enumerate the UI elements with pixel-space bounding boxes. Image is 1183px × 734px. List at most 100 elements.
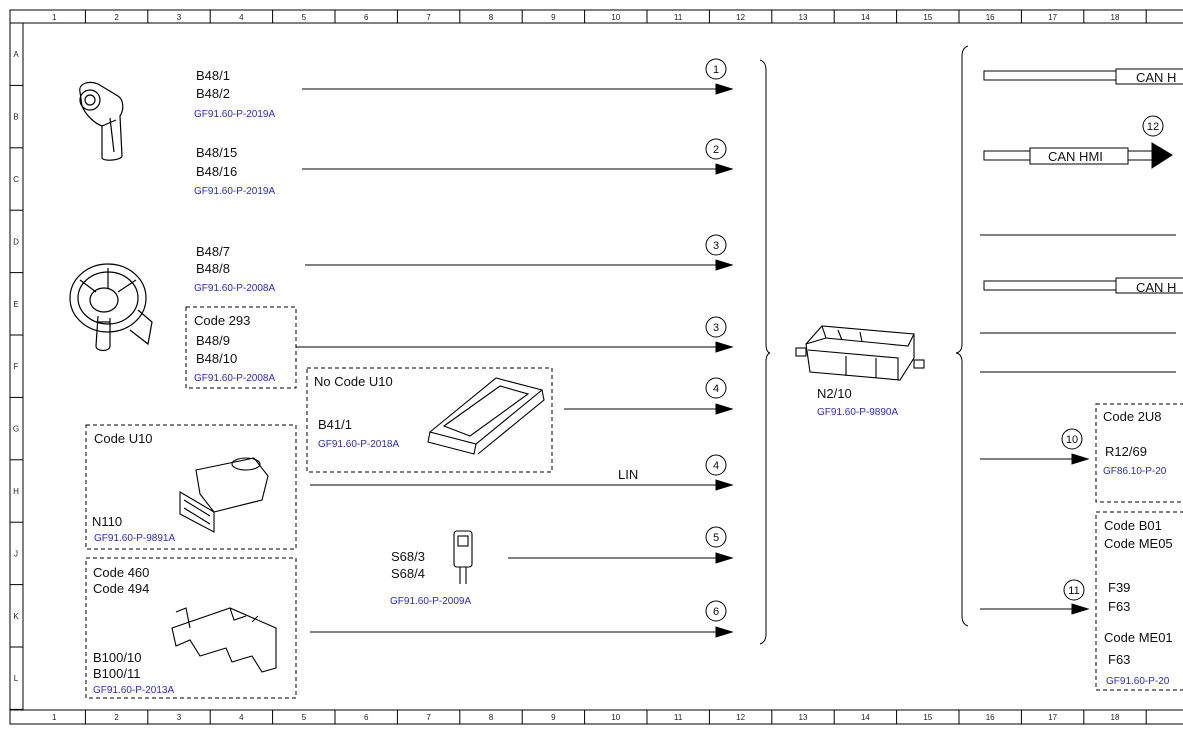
grid-column-label: 11: [674, 13, 683, 22]
ref-link-2008a[interactable]: GF91.60-P-2008A: [194, 283, 275, 294]
grid-row-label: G: [13, 425, 19, 434]
marker-10: [1061, 428, 1083, 450]
ref-link-2008a-2[interactable]: GF91.60-P-2008A: [194, 373, 275, 384]
marker-4b-label: 4: [713, 460, 719, 472]
grid-column-label: 16: [986, 13, 995, 22]
label-f39: F39: [1108, 580, 1130, 595]
grid-column-label: 11: [674, 713, 683, 722]
grid-column-label: 15: [923, 713, 932, 722]
marker-1-label: 1: [713, 64, 719, 76]
code-460-box: [85, 557, 297, 699]
grid-column-label: 18: [1111, 13, 1120, 22]
label-can-hmi: CAN HMI: [1048, 149, 1103, 164]
grid-row-label: F: [14, 362, 19, 371]
ref-link-9891a[interactable]: GF91.60-P-9891A: [94, 533, 175, 544]
label-can-h-2: CAN H: [1136, 280, 1176, 295]
label-code-me01: Code ME01: [1104, 630, 1173, 645]
grid-row-label: D: [13, 237, 19, 246]
grid-row-label: C: [13, 175, 19, 184]
sensor-b100-icon: [171, 607, 277, 673]
label-b41-1: B41/1: [318, 417, 352, 432]
label-code-me05: Code ME05: [1104, 536, 1173, 551]
ref-link-2019a[interactable]: GF91.60-P-2019A: [194, 109, 275, 120]
can-hmi-bus: [983, 142, 1173, 169]
control-module-n110-icon: [179, 457, 269, 533]
ref-link-2019a-2[interactable]: GF91.60-P-2019A: [194, 186, 275, 197]
output-bracket: [955, 45, 969, 627]
grid-column-label: 10: [611, 13, 620, 22]
marker-5-label: 5: [713, 532, 719, 544]
steering-wheel-sensor-icon: [69, 263, 153, 352]
grid-row-label: J: [14, 549, 18, 558]
grid-column-label: 4: [239, 13, 244, 22]
grid-column-label: 9: [551, 13, 556, 22]
input-bracket: [759, 59, 771, 645]
label-s68-4: S68/4: [391, 566, 425, 581]
grid-row-label: A: [13, 50, 19, 59]
grid-column-label: 3: [177, 13, 182, 22]
grid-column-label: 8: [489, 13, 494, 22]
diagram-frame: [9, 9, 1183, 725]
grid-column-label: 14: [861, 13, 870, 22]
marker-5: [705, 526, 727, 548]
label-b48-15: B48/15: [196, 145, 237, 160]
label-b48-2: B48/2: [196, 86, 230, 101]
label-b48-1: B48/1: [196, 68, 230, 83]
grid-column-label: 17: [1048, 13, 1057, 22]
marker-3a: [705, 234, 727, 256]
marker-3a-label: 3: [713, 240, 719, 252]
marker-2-label: 2: [713, 144, 719, 156]
grid-column-label: 15: [923, 13, 932, 22]
marker-12-label: 12: [1147, 121, 1159, 133]
sensor-mat-icon: [427, 377, 545, 455]
can-h-bus-1: [983, 68, 1183, 85]
label-b48-16: B48/16: [196, 164, 237, 179]
grid-column-label: 4: [239, 713, 244, 722]
label-can-h-1: CAN H: [1136, 70, 1176, 85]
grid-column-label: 13: [799, 13, 808, 22]
grid-row-label: E: [13, 300, 18, 309]
grid-column-label: 5: [302, 713, 307, 722]
marker-3b: [705, 316, 727, 338]
label-f63-2: F63: [1108, 652, 1130, 667]
grid-column-label: 7: [426, 13, 431, 22]
label-lin: LIN: [618, 467, 638, 482]
grid-column-label: 1: [52, 713, 57, 722]
output-lines-right: [980, 453, 1090, 615]
marker-11: [1063, 579, 1085, 601]
signal-lines: [296, 83, 734, 638]
grid-row-label: B: [13, 113, 18, 122]
label-no-code-u10: No Code U10: [314, 374, 393, 389]
grid-column-label: 1: [52, 13, 57, 22]
marker-4b: [705, 454, 727, 476]
ref-link-gf86[interactable]: GF86.10-P-20: [1103, 466, 1167, 477]
signal-markers: [705, 58, 1164, 622]
label-r12-69: R12/69: [1105, 444, 1147, 459]
ref-link-2018a[interactable]: GF91.60-P-2018A: [318, 439, 399, 450]
label-b48-7: B48/7: [196, 244, 230, 259]
ref-link-9890a[interactable]: GF91.60-P-9890A: [817, 407, 898, 418]
rotary-sensor-icon: [79, 81, 124, 161]
marker-10-label: 10: [1066, 434, 1078, 446]
control-unit-n2-10-icon: [795, 325, 925, 381]
grid-column-label: 2: [114, 13, 119, 22]
grid-column-label: 3: [177, 713, 182, 722]
ref-link-gf91-20[interactable]: GF91.60-P-20: [1106, 676, 1170, 687]
grid-row-label: L: [14, 674, 19, 683]
ref-link-2013a[interactable]: GF91.60-P-2013A: [93, 685, 174, 696]
label-f63-1: F63: [1108, 599, 1130, 614]
label-b48-10: B48/10: [196, 351, 237, 366]
grid-column-label: 13: [799, 713, 808, 722]
grid-column-label: 16: [986, 713, 995, 722]
grid-column-label: 12: [736, 713, 745, 722]
ref-link-2009a[interactable]: GF91.60-P-2009A: [390, 596, 471, 607]
can-h-bus-2: [983, 277, 1183, 294]
marker-1: [705, 58, 727, 80]
grid-column-label: 6: [364, 713, 369, 722]
label-code-293: Code 293: [194, 313, 250, 328]
label-b100-11: B100/11: [93, 666, 140, 681]
grid-column-label: 5: [302, 13, 307, 22]
